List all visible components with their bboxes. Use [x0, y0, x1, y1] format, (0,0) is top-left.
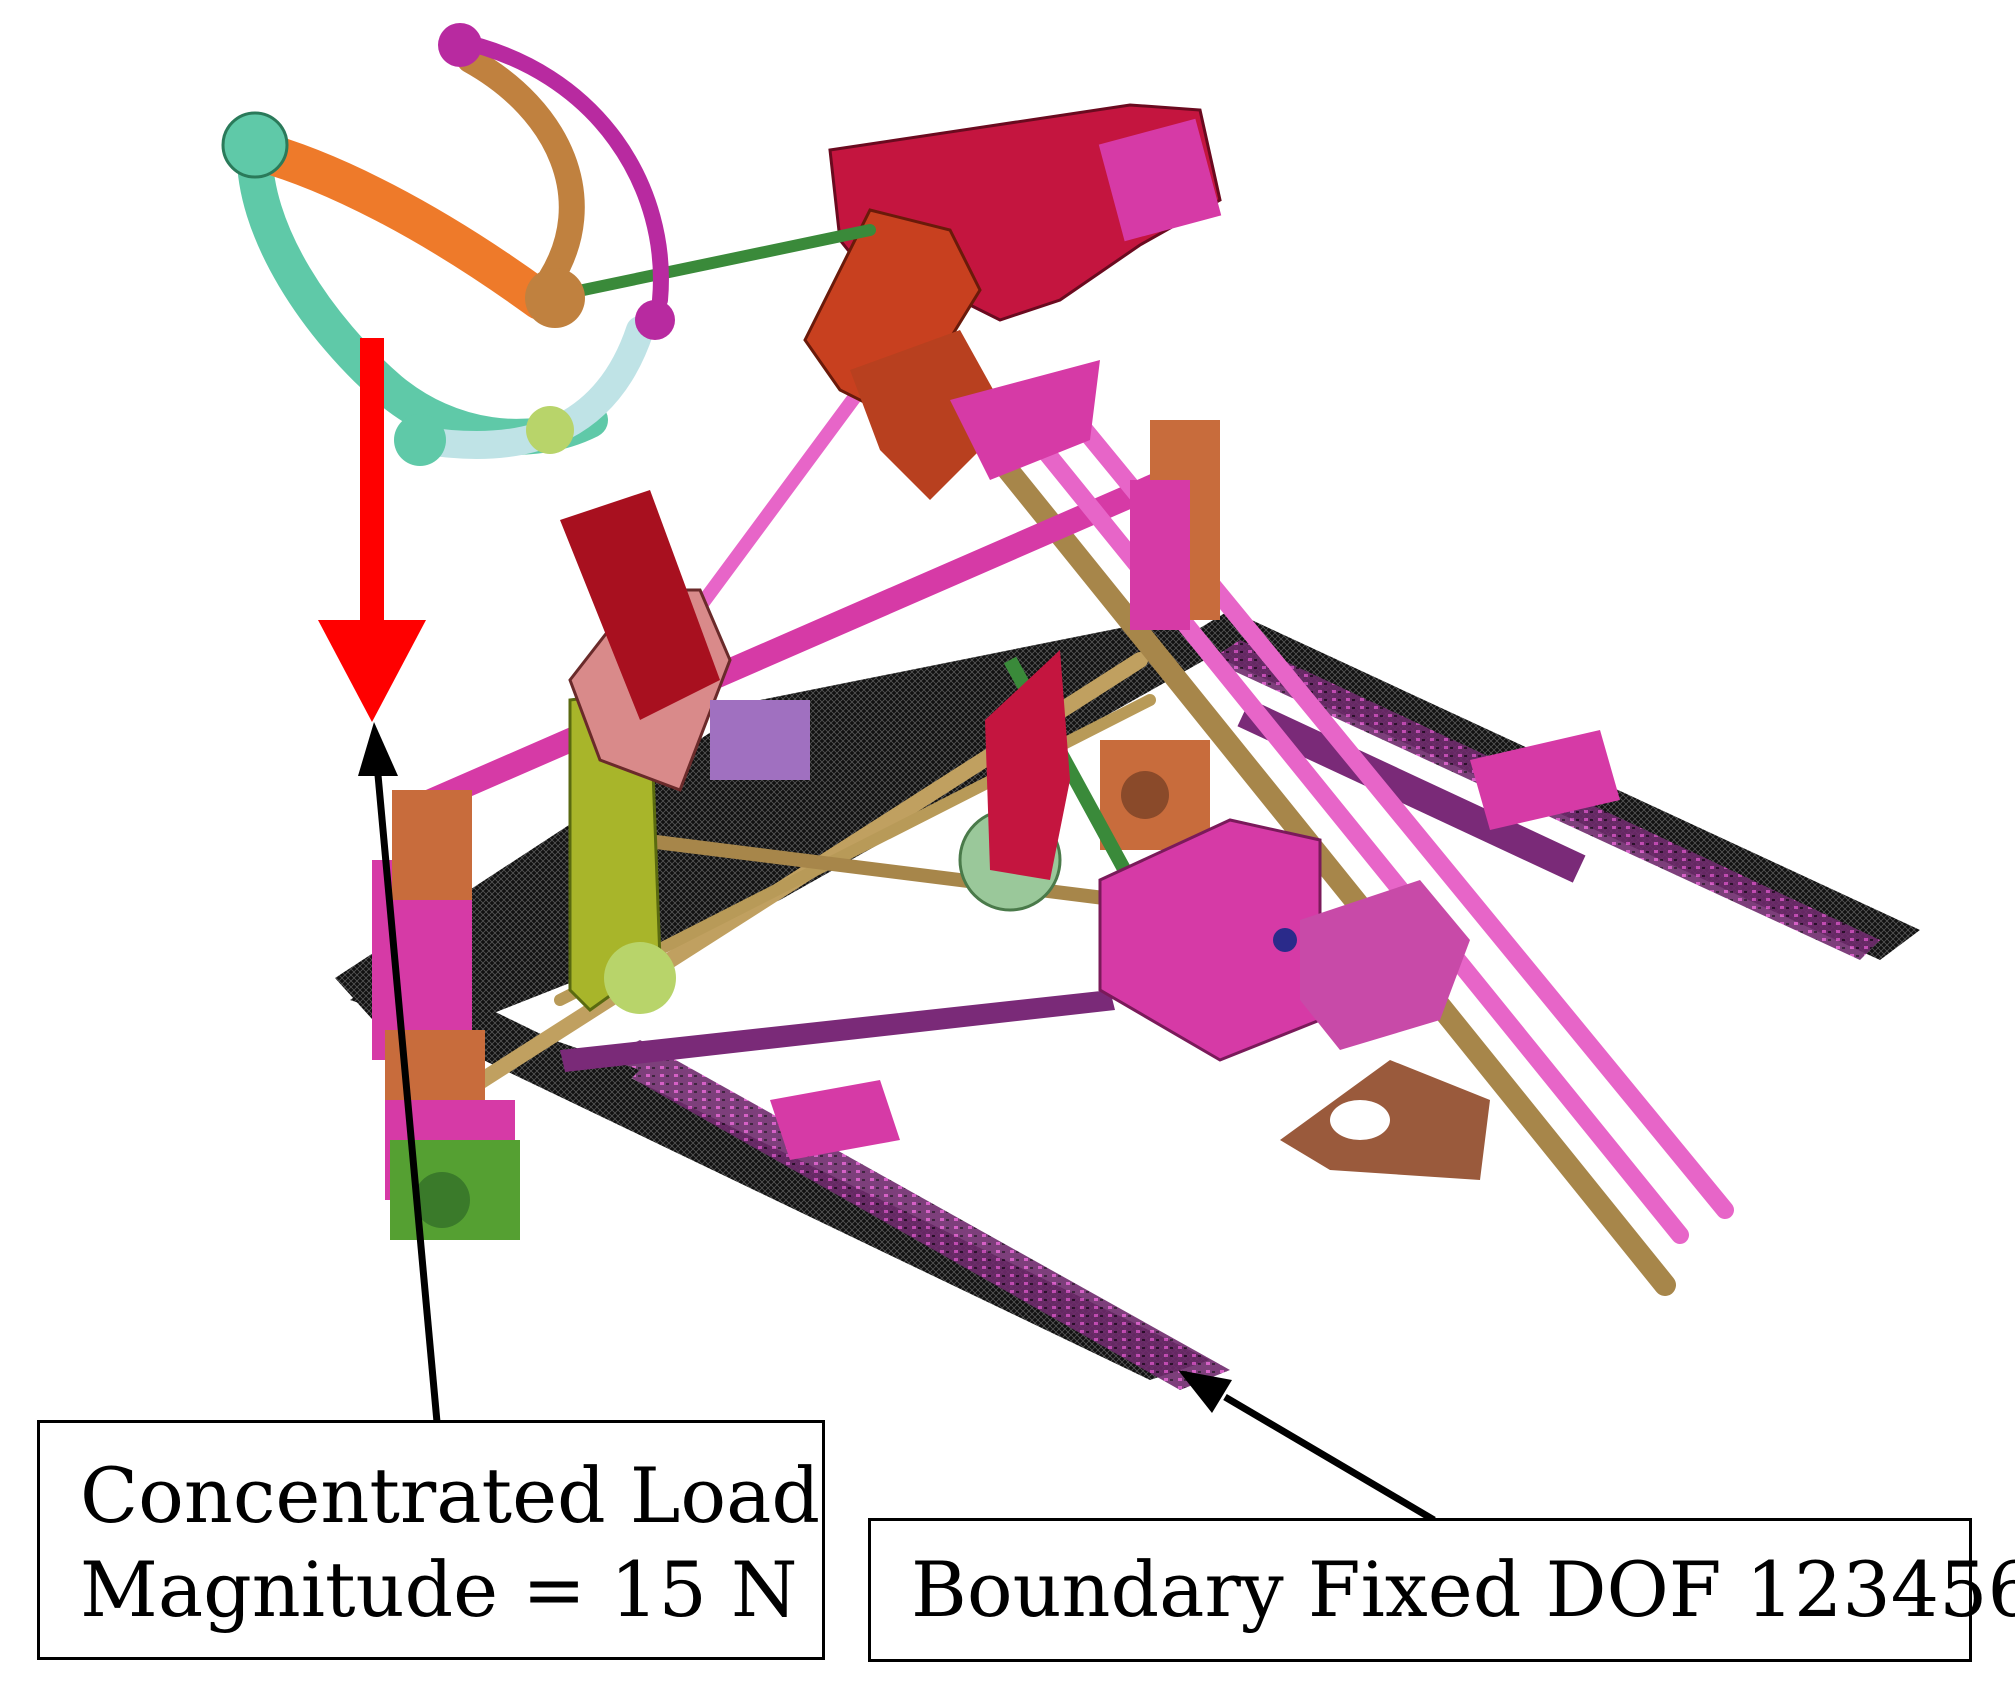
- arc-joints: [221, 23, 675, 466]
- load-callout-box: Concentrated Load Magnitude = 15 N: [37, 1420, 825, 1660]
- load-callout-line2: Magnitude = 15 N: [80, 1545, 798, 1634]
- pink-rods: [398, 383, 1734, 1244]
- left-frame-blocks: [372, 790, 520, 1240]
- boundary-callout-box: Boundary Fixed DOF 123456: [868, 1518, 2015, 1662]
- load-callout-line1: Concentrated Load: [80, 1451, 821, 1540]
- right-lower-assembly: [770, 730, 1620, 1180]
- green-link-rod: [539, 224, 876, 304]
- right-frame-pillar: [1100, 420, 1220, 850]
- callout-leaders: [358, 722, 1436, 1524]
- concentrated-load-arrow: [318, 338, 426, 722]
- boundary-callout-label: Boundary Fixed DOF 123456: [911, 1545, 2015, 1634]
- lower-rails: [560, 699, 1586, 1072]
- upper-shell-assembly: [560, 103, 1222, 720]
- upper-arc-linkage: [235, 32, 669, 460]
